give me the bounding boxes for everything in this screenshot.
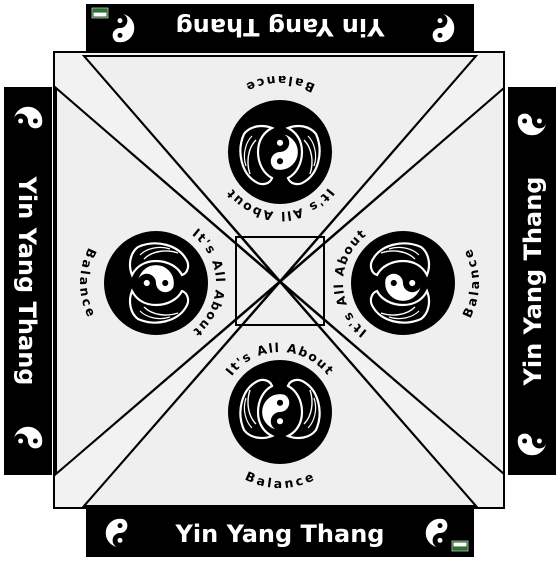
hands-holding-yin-yang-icon (228, 360, 332, 464)
hands-holding-yin-yang-icon (228, 100, 332, 204)
hands-holding-yin-yang-icon (104, 231, 208, 335)
yin-yang-icon (12, 425, 44, 457)
yin-yang-icon (104, 12, 136, 44)
band-bottom: Yin Yang Thang (86, 509, 474, 557)
tagline-bottom: Balance (243, 73, 317, 96)
band-top: Yin Yang Thang (86, 4, 474, 52)
tagline-bottom: Balance (77, 246, 100, 320)
band-left: Yin Yang Thang (4, 87, 52, 475)
yin-yang-icon (424, 517, 456, 549)
tagline-bottom: Balance (459, 246, 482, 320)
band-right: Yin Yang Thang (508, 87, 556, 475)
band-title: Yin Yang Thang (176, 13, 386, 41)
band-title: Yin Yang Thang (13, 176, 41, 386)
yin-yang-icon (516, 425, 548, 457)
yin-yang-icon (12, 105, 44, 137)
hands-holding-yin-yang-icon (351, 231, 455, 335)
band-title: Yin Yang Thang (519, 177, 547, 387)
cross-lines (55, 55, 505, 507)
band-title: Yin Yang Thang (175, 520, 385, 548)
yin-yang-icon (424, 12, 456, 44)
center-square (235, 236, 325, 326)
yin-yang-icon (104, 517, 136, 549)
brand-logo-icon (91, 7, 109, 19)
brand-logo-icon (451, 540, 469, 552)
yin-yang-icon (516, 105, 548, 137)
tagline-bottom: Balance (243, 468, 317, 491)
